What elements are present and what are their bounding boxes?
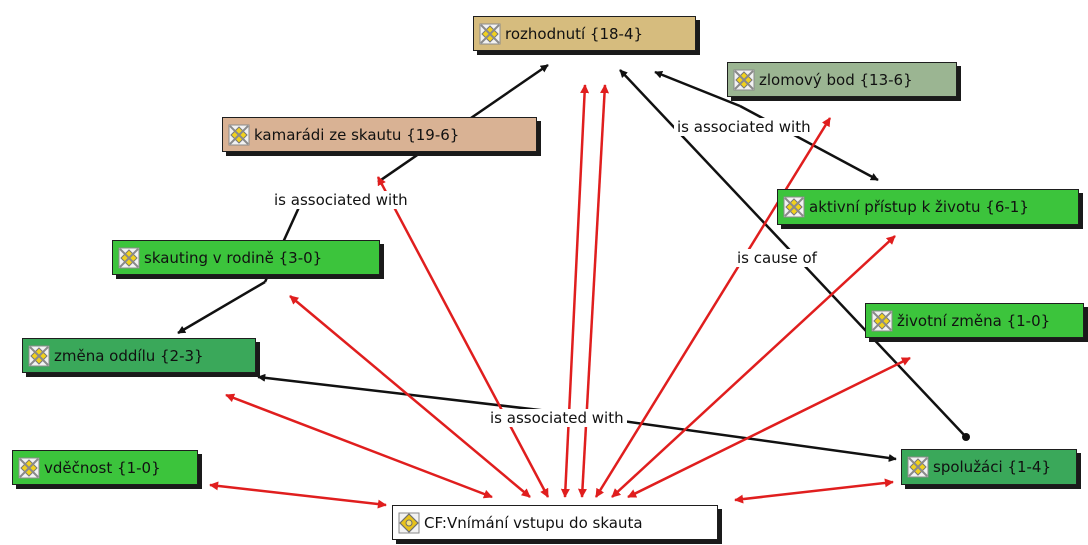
edge-label-kamaradi: is associated with (271, 191, 411, 209)
code-icon (118, 247, 140, 268)
cf-link-rozhodnuti-b[interactable] (577, 84, 610, 498)
code-icon (871, 310, 893, 331)
node-aktivni-pristup[interactable]: aktivní přístup k životu {6-1} (777, 189, 1079, 225)
code-icon (907, 456, 929, 478)
family-icon (398, 512, 420, 533)
node-vdecnost[interactable]: vděčnost {1-0} (12, 450, 198, 485)
edge-label-zlomovy: is associated with (674, 118, 814, 136)
cf-link-vdecnost[interactable] (209, 481, 387, 509)
edge-zmena-spoluzaci-a[interactable] (257, 373, 566, 415)
node-zlomovy-bod[interactable]: zlomový bod {13-6} (727, 62, 957, 97)
node-kamaradi-ze-skautu[interactable]: kamarádi ze skautu {19-6} (222, 117, 537, 152)
cf-link-kamaradi[interactable] (376, 176, 550, 498)
cf-link-zlomovy[interactable] (594, 117, 832, 498)
cf-link-zmena[interactable] (225, 393, 493, 499)
node-label: kamarádi ze skautu {19-6} (254, 125, 460, 144)
edge-zlomovy-rozhodnuti[interactable] (654, 70, 741, 108)
code-icon (228, 124, 250, 145)
code-icon (733, 69, 755, 90)
edge-origin-dot (962, 433, 970, 441)
node-spoluzaci[interactable]: spolužáci {1-4} (901, 449, 1077, 485)
node-zivotni-zmena[interactable]: životní změna {1-0} (865, 303, 1084, 338)
node-label: zlomový bod {13-6} (759, 70, 913, 89)
node-label: spolužáci {1-4} (933, 458, 1052, 476)
node-label: skauting v rodině {3-0} (144, 248, 323, 267)
cf-link-spoluzaci[interactable] (734, 478, 894, 504)
node-label: změna oddílu {2-3} (54, 346, 204, 365)
cf-link-zivotni[interactable] (627, 356, 911, 499)
node-zmena-oddilu[interactable]: změna oddílu {2-3} (22, 338, 256, 373)
code-icon (479, 23, 501, 44)
code-icon (783, 196, 805, 218)
edge-label-cause: is cause of (734, 249, 820, 267)
node-label: životní změna {1-0} (897, 311, 1051, 330)
edge-skauting-zmena[interactable] (177, 280, 266, 335)
node-cf-vnimani[interactable]: CF:Vnímání vstupu do skauta (392, 505, 718, 540)
node-label: CF:Vnímání vstupu do skauta (424, 513, 643, 532)
node-rozhodnuti[interactable]: rozhodnutí {18-4} (473, 16, 696, 51)
node-label: aktivní přístup k životu {6-1} (809, 198, 1029, 216)
code-icon (18, 457, 40, 478)
node-skauting-v-rodine[interactable]: skauting v rodině {3-0} (112, 240, 380, 275)
cf-link-aktivni[interactable] (611, 235, 896, 498)
cf-link-rozhodnuti-a[interactable] (560, 84, 590, 498)
cf-links (209, 84, 911, 509)
node-label: rozhodnutí {18-4} (505, 24, 644, 43)
edge-label-zmena: is associated with (487, 409, 627, 427)
code-icon (28, 345, 50, 366)
node-label: vděčnost {1-0} (44, 458, 161, 477)
